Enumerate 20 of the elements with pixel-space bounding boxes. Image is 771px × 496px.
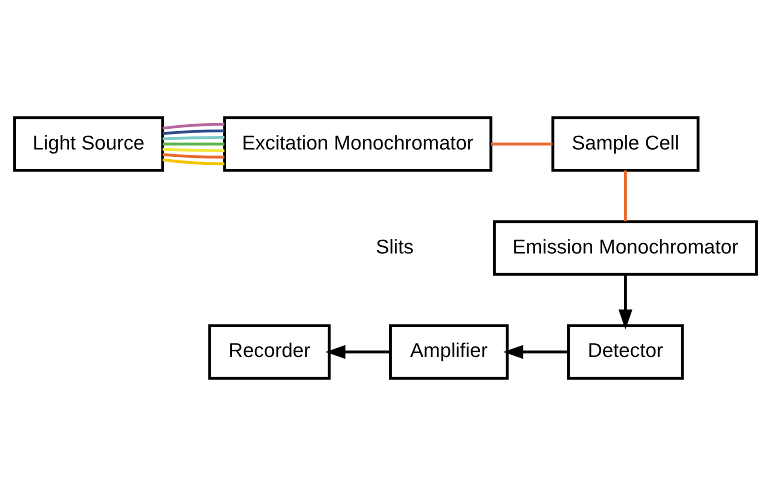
node-box: Light Source	[13, 116, 164, 172]
arrow	[503, 344, 568, 359]
node-box: Emission Monochromator	[493, 220, 758, 276]
connector	[162, 142, 224, 146]
node-box: Sample Cell	[551, 116, 700, 172]
arrow	[618, 274, 632, 330]
node-box: Detector	[567, 324, 684, 380]
connector	[162, 122, 224, 130]
node-box: Amplifier	[389, 324, 509, 380]
arrow	[325, 344, 390, 359]
connector	[162, 148, 224, 152]
connector	[624, 170, 627, 222]
connector	[491, 142, 552, 146]
node-box: Recorder	[208, 324, 331, 380]
connector	[162, 153, 224, 159]
label: Slits	[376, 236, 414, 258]
connector	[162, 158, 224, 166]
connector	[162, 129, 224, 135]
node-box: Excitation Monochromator	[223, 116, 492, 172]
connector	[162, 136, 224, 140]
